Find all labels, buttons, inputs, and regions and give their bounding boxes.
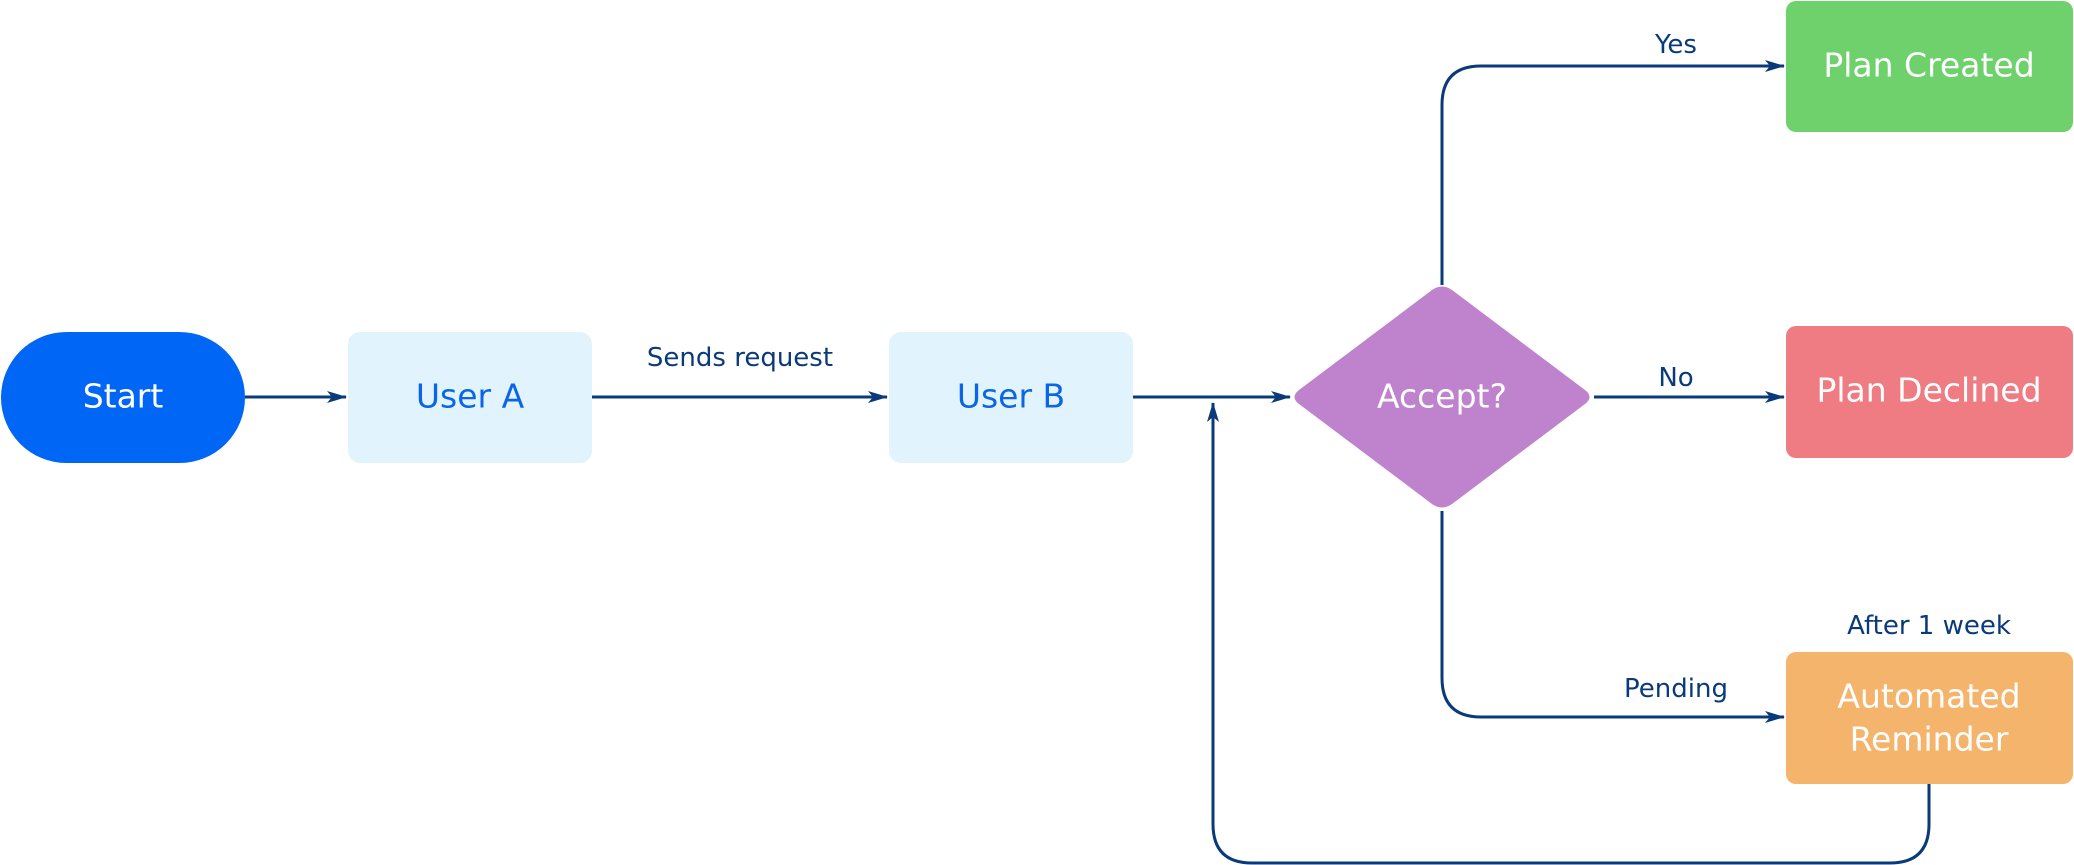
user-b-shape (889, 332, 1133, 463)
decision-diamond (1294, 286, 1590, 508)
reminder-label-line2: Reminder (1850, 720, 2009, 759)
node-user-b: User B (889, 332, 1133, 463)
edge-label-pending: Pending (1624, 674, 1728, 704)
reminder-label-line1: Automated (1837, 677, 2020, 716)
edge-label-after-1-week: After 1 week (1847, 611, 2011, 641)
plan-declined-shape (1786, 326, 2073, 458)
plan-declined-label: Plan Declined (1816, 371, 2041, 410)
user-a-shape (348, 332, 592, 463)
plan-created-shape (1786, 1, 2073, 132)
node-user-a: User A (348, 332, 592, 463)
node-plan-created: Plan Created (1786, 1, 2073, 132)
start-shape (1, 332, 245, 463)
user-b-label: User B (957, 377, 1065, 416)
decision-label: Accept? (1377, 377, 1507, 416)
start-label: Start (83, 377, 164, 416)
edge-label-sends-request: Sends request (647, 343, 833, 373)
edge-label-yes: Yes (1654, 30, 1697, 60)
user-a-label: User A (416, 377, 525, 416)
node-automated-reminder: Automated Reminder (1786, 652, 2073, 784)
edge-label-no: No (1658, 363, 1693, 393)
edge-yes (1440, 60, 1785, 285)
node-start: Start (1, 332, 245, 463)
node-decision: Accept? (1294, 286, 1590, 508)
reminder-shape (1786, 652, 2073, 784)
plan-created-label: Plan Created (1823, 46, 2034, 85)
edge-pending (1440, 511, 1785, 723)
node-plan-declined: Plan Declined (1786, 326, 2073, 458)
edge-reminder-loop (1207, 402, 1931, 865)
